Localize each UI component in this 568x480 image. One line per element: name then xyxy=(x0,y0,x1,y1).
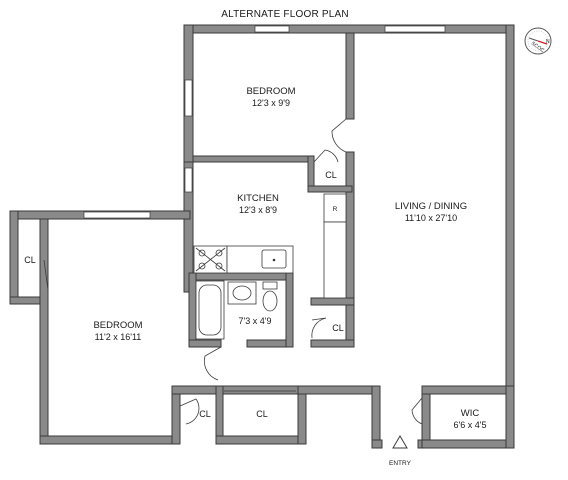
entry-arrow-icon xyxy=(392,435,408,449)
bath-sink xyxy=(227,281,257,305)
walls xyxy=(9,24,515,449)
stove xyxy=(193,245,228,274)
closet-label-bedroom: CL xyxy=(325,170,337,180)
refrigerator: R xyxy=(323,193,347,223)
closet-label-kitchen: CL xyxy=(332,323,344,333)
bedroom-1-size: 12'3 x 9'9 xyxy=(252,98,290,108)
bedroom-1-name: BEDROOM xyxy=(246,86,295,97)
windows xyxy=(83,25,446,219)
bedroom-2-size: 11'2 x 16'11 xyxy=(95,332,142,342)
kitchen-size: 12'3 x 8'9 xyxy=(239,205,277,215)
kitchen-sink xyxy=(226,245,294,274)
kitchen-counter-right xyxy=(323,221,347,299)
wic-size: 6'6 x 4'5 xyxy=(454,420,487,430)
wic-name: WIC xyxy=(461,408,480,419)
bath-size: 7'3 x 4'9 xyxy=(239,316,272,326)
bedroom-2-name: BEDROOM xyxy=(93,320,142,331)
compass-icon: SCOC N xyxy=(524,27,552,55)
kitchen-name: KITCHEN xyxy=(237,193,279,204)
living-dining-name: LIVING / DINING xyxy=(395,201,467,212)
toilet xyxy=(262,281,278,312)
closet-label-bottom-small: CL xyxy=(199,409,211,419)
entry-label: ENTRY xyxy=(389,460,412,467)
closet-label-bottom-large: CL xyxy=(256,409,268,419)
plan-title: ALTERNATE FLOOR PLAN xyxy=(221,9,349,20)
compass-north-label: N xyxy=(546,39,550,45)
living-dining-size: 11'10 x 27'10 xyxy=(405,213,457,223)
refrigerator-label: R xyxy=(333,206,338,213)
doors xyxy=(43,118,423,425)
bathtub xyxy=(195,280,225,340)
closet-label-left: CL xyxy=(24,255,36,265)
